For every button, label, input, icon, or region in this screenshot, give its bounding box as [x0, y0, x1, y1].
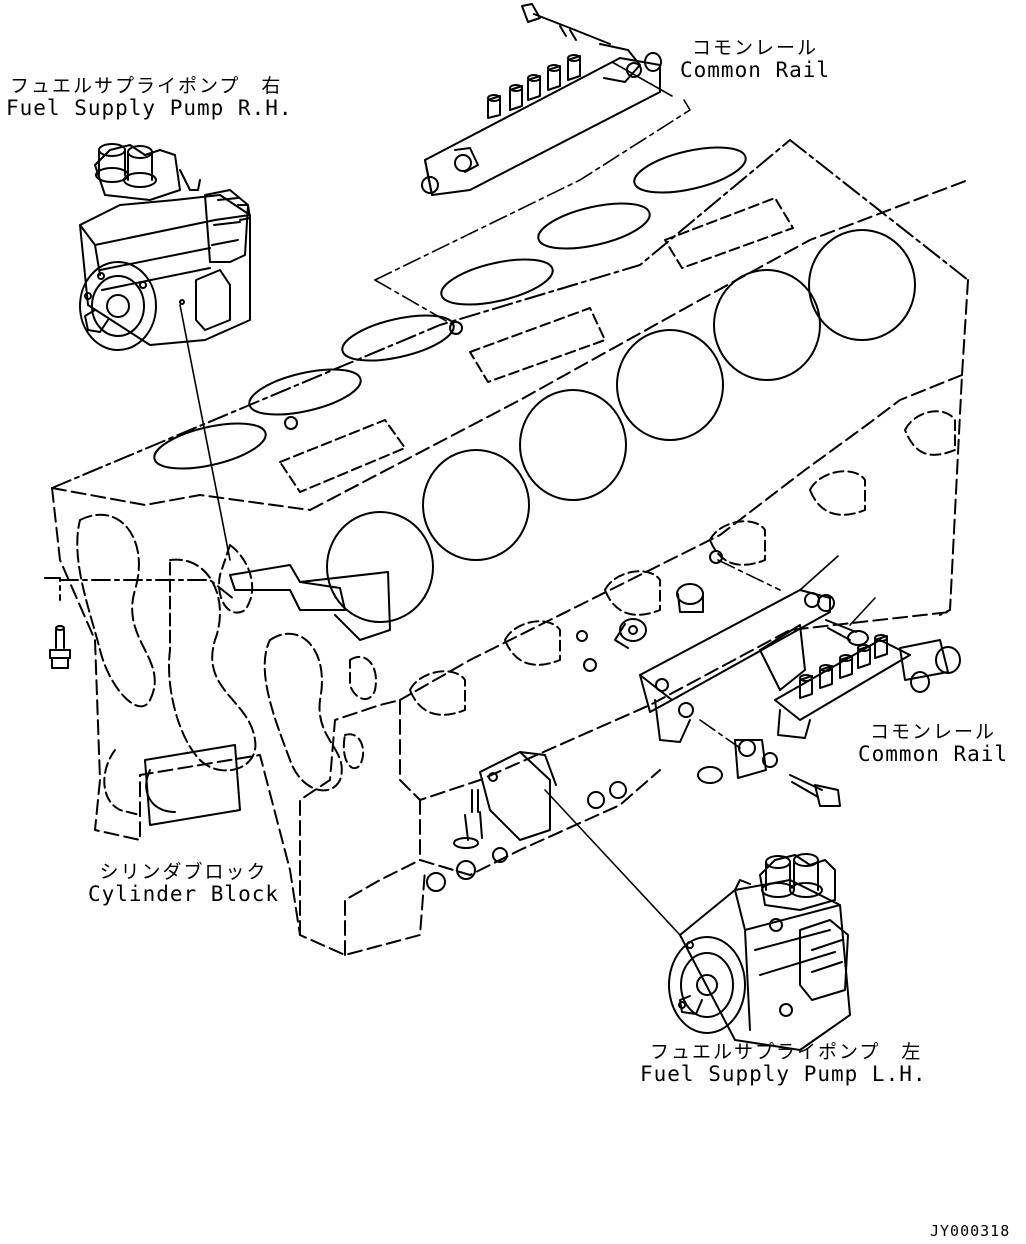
leader-line-pump-lh	[544, 789, 681, 936]
label-fuel-supply-pump-rh: フュエルサプライポンプ 右 Fuel Supply Pump R.H.	[6, 76, 293, 120]
fuel-supply-pump-lh-drawing	[668, 853, 851, 1051]
label-pump-lh-jp: フュエルサプライポンプ 左	[650, 1041, 923, 1063]
label-rail-top-jp: コモンレール	[692, 37, 819, 59]
label-cylinder-block: シリンダブロック Cylinder Block	[88, 862, 279, 906]
label-pump-rh-en: Fuel Supply Pump R.H.	[6, 95, 293, 120]
mounting-bolt-left	[44, 577, 236, 669]
label-rail-top-en: Common Rail	[680, 57, 831, 82]
label-fuel-supply-pump-lh: フュエルサプライポンプ 左 Fuel Supply Pump L.H.	[640, 1042, 927, 1086]
fuel-supply-pump-rh-drawing	[79, 143, 251, 351]
label-rail-right-jp: コモンレール	[870, 721, 997, 743]
common-rail-right-drawing	[639, 589, 961, 807]
label-common-rail-right: コモンレール Common Rail	[858, 722, 1008, 766]
label-rail-right-en: Common Rail	[858, 741, 1009, 766]
common-rail-top-drawing	[421, 3, 662, 196]
document-id: JY000318	[930, 1222, 1011, 1240]
label-pump-rh-jp: フュエルサプライポンプ 右	[10, 75, 283, 97]
leader-line-pump-rh	[179, 304, 231, 561]
cylinder-block-drawing	[51, 139, 969, 956]
label-pump-lh-en: Fuel Supply Pump L.H.	[640, 1061, 927, 1086]
label-cylinder-block-en: Cylinder Block	[88, 881, 280, 906]
label-common-rail-top: コモンレール Common Rail	[680, 38, 830, 82]
label-cylinder-block-jp: シリンダブロック	[99, 861, 268, 883]
